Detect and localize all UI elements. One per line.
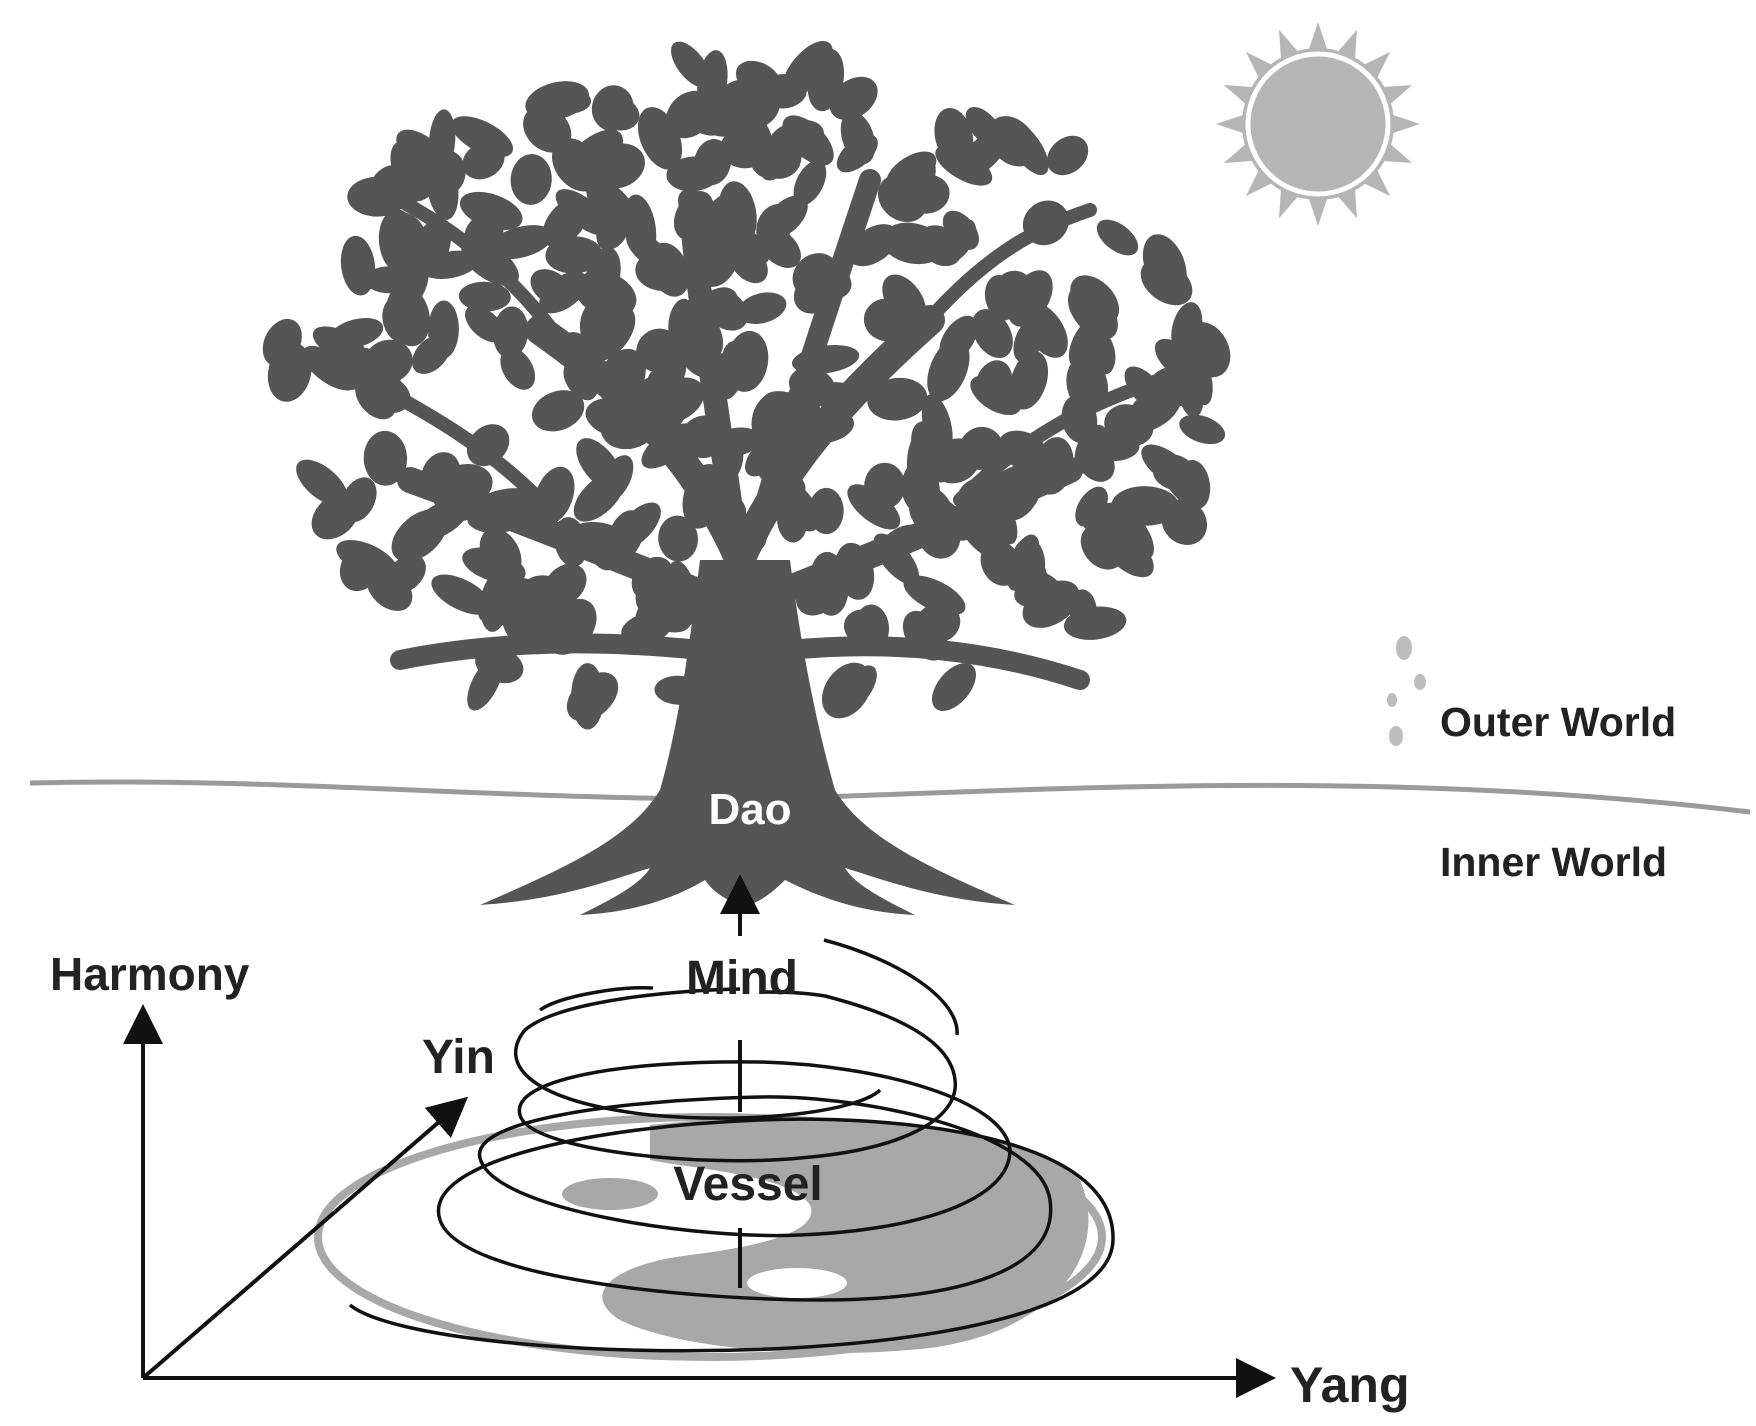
oak-tree-icon [262, 40, 1231, 915]
yin-label: Yin [422, 1031, 495, 1084]
sun-icon [1216, 22, 1420, 226]
vessel-label: Vessel [673, 1158, 822, 1211]
axes [123, 1004, 1276, 1398]
spiral [348, 938, 1115, 1353]
floating-leaves [1387, 636, 1426, 746]
dao-label: Dao [708, 785, 791, 834]
harmony-label: Harmony [50, 948, 250, 1000]
yang-label: Yang [1290, 1357, 1409, 1413]
inner-world-label: Inner World [1440, 839, 1667, 885]
outer-world-label: Outer World [1440, 699, 1676, 745]
yin-yang-base [314, 1113, 1106, 1361]
horizon-line [29, 779, 1751, 815]
yin-axis [141, 1096, 469, 1380]
mind-label: Mind [686, 952, 798, 1005]
